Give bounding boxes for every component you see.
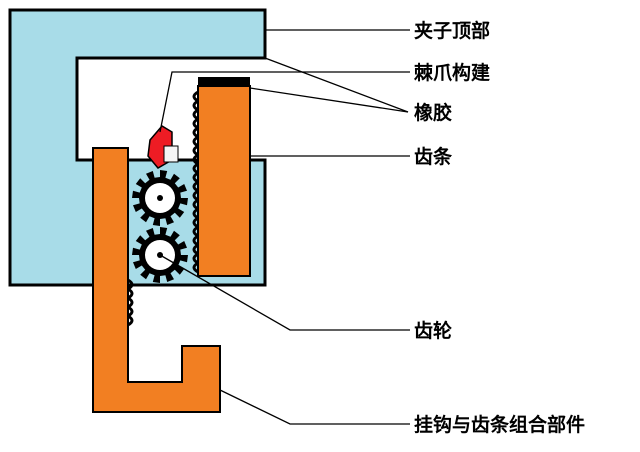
leader-lines [159,29,410,425]
hook-tooth [127,314,134,327]
label-ratchet: 棘爪构建 [414,61,490,84]
hook-rack-teeth [127,278,134,327]
rack-teeth [192,90,199,274]
hook-rack-component [92,147,221,413]
rack-tooth [192,261,199,274]
leader-rubber-b [249,87,409,113]
leader-gear [159,254,410,331]
label-rack: 齿条 [414,145,453,168]
rubber-strip [198,77,250,88]
label-rubber: 橡胶 [414,101,452,124]
rack-bar [197,85,251,277]
label-clamp-top: 夹子顶部 [414,19,490,42]
leader-hook-rack [219,389,410,425]
gear-upper [132,170,188,226]
label-hook-rack: 挂钩与齿条组合部件 [414,413,585,436]
leader-ratchet [159,71,410,133]
ratchet-spring [163,145,179,163]
label-gear: 齿轮 [414,319,452,342]
leader-rubber-a [264,57,409,113]
gear-axle [157,195,163,201]
